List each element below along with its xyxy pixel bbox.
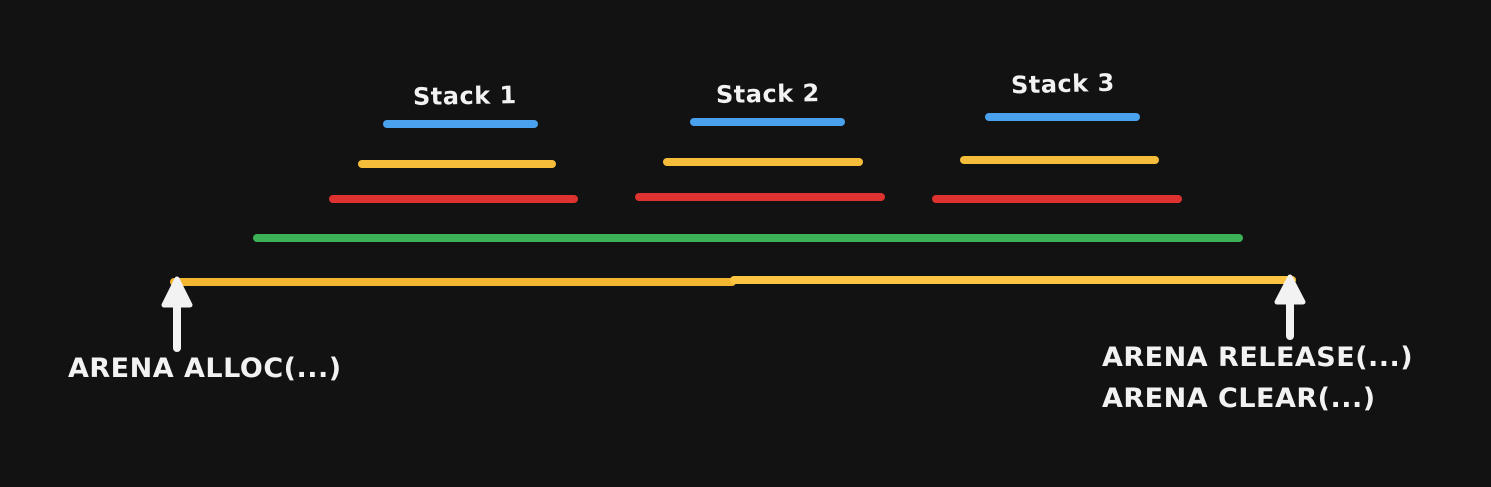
alloc-up-arrow-icon — [161, 276, 193, 352]
arena-release-label: ARENA RELEASE(...) — [1102, 342, 1414, 373]
stack3-frame-mid — [960, 156, 1159, 164]
stack2-frame-bottom — [635, 193, 885, 201]
stack3-frame-top — [985, 113, 1140, 121]
stack2-label: Stack 2 — [715, 79, 820, 109]
arena-lifetime-left — [170, 278, 736, 286]
stack3-label: Stack 3 — [1010, 68, 1116, 100]
stack2-frame-mid — [663, 158, 863, 166]
arena-alloc-label: ARENA ALLOC(...) — [68, 353, 342, 384]
arena-clear-label: ARENA CLEAR(...) — [1102, 383, 1376, 414]
arena-span-green — [253, 234, 1243, 242]
arena-release-clear-labels: ARENA RELEASE(...) ARENA CLEAR(...) — [1102, 337, 1413, 419]
stack2-frame-top — [690, 118, 845, 126]
stack1-frame-bottom — [329, 195, 578, 203]
release-up-arrow-icon — [1274, 274, 1306, 340]
arena-lifetime-right — [730, 276, 1296, 284]
stack1-frame-mid — [358, 160, 556, 168]
stack3-frame-bottom — [932, 195, 1182, 203]
stack1-label: Stack 1 — [412, 81, 517, 111]
stack1-frame-top — [383, 120, 538, 128]
